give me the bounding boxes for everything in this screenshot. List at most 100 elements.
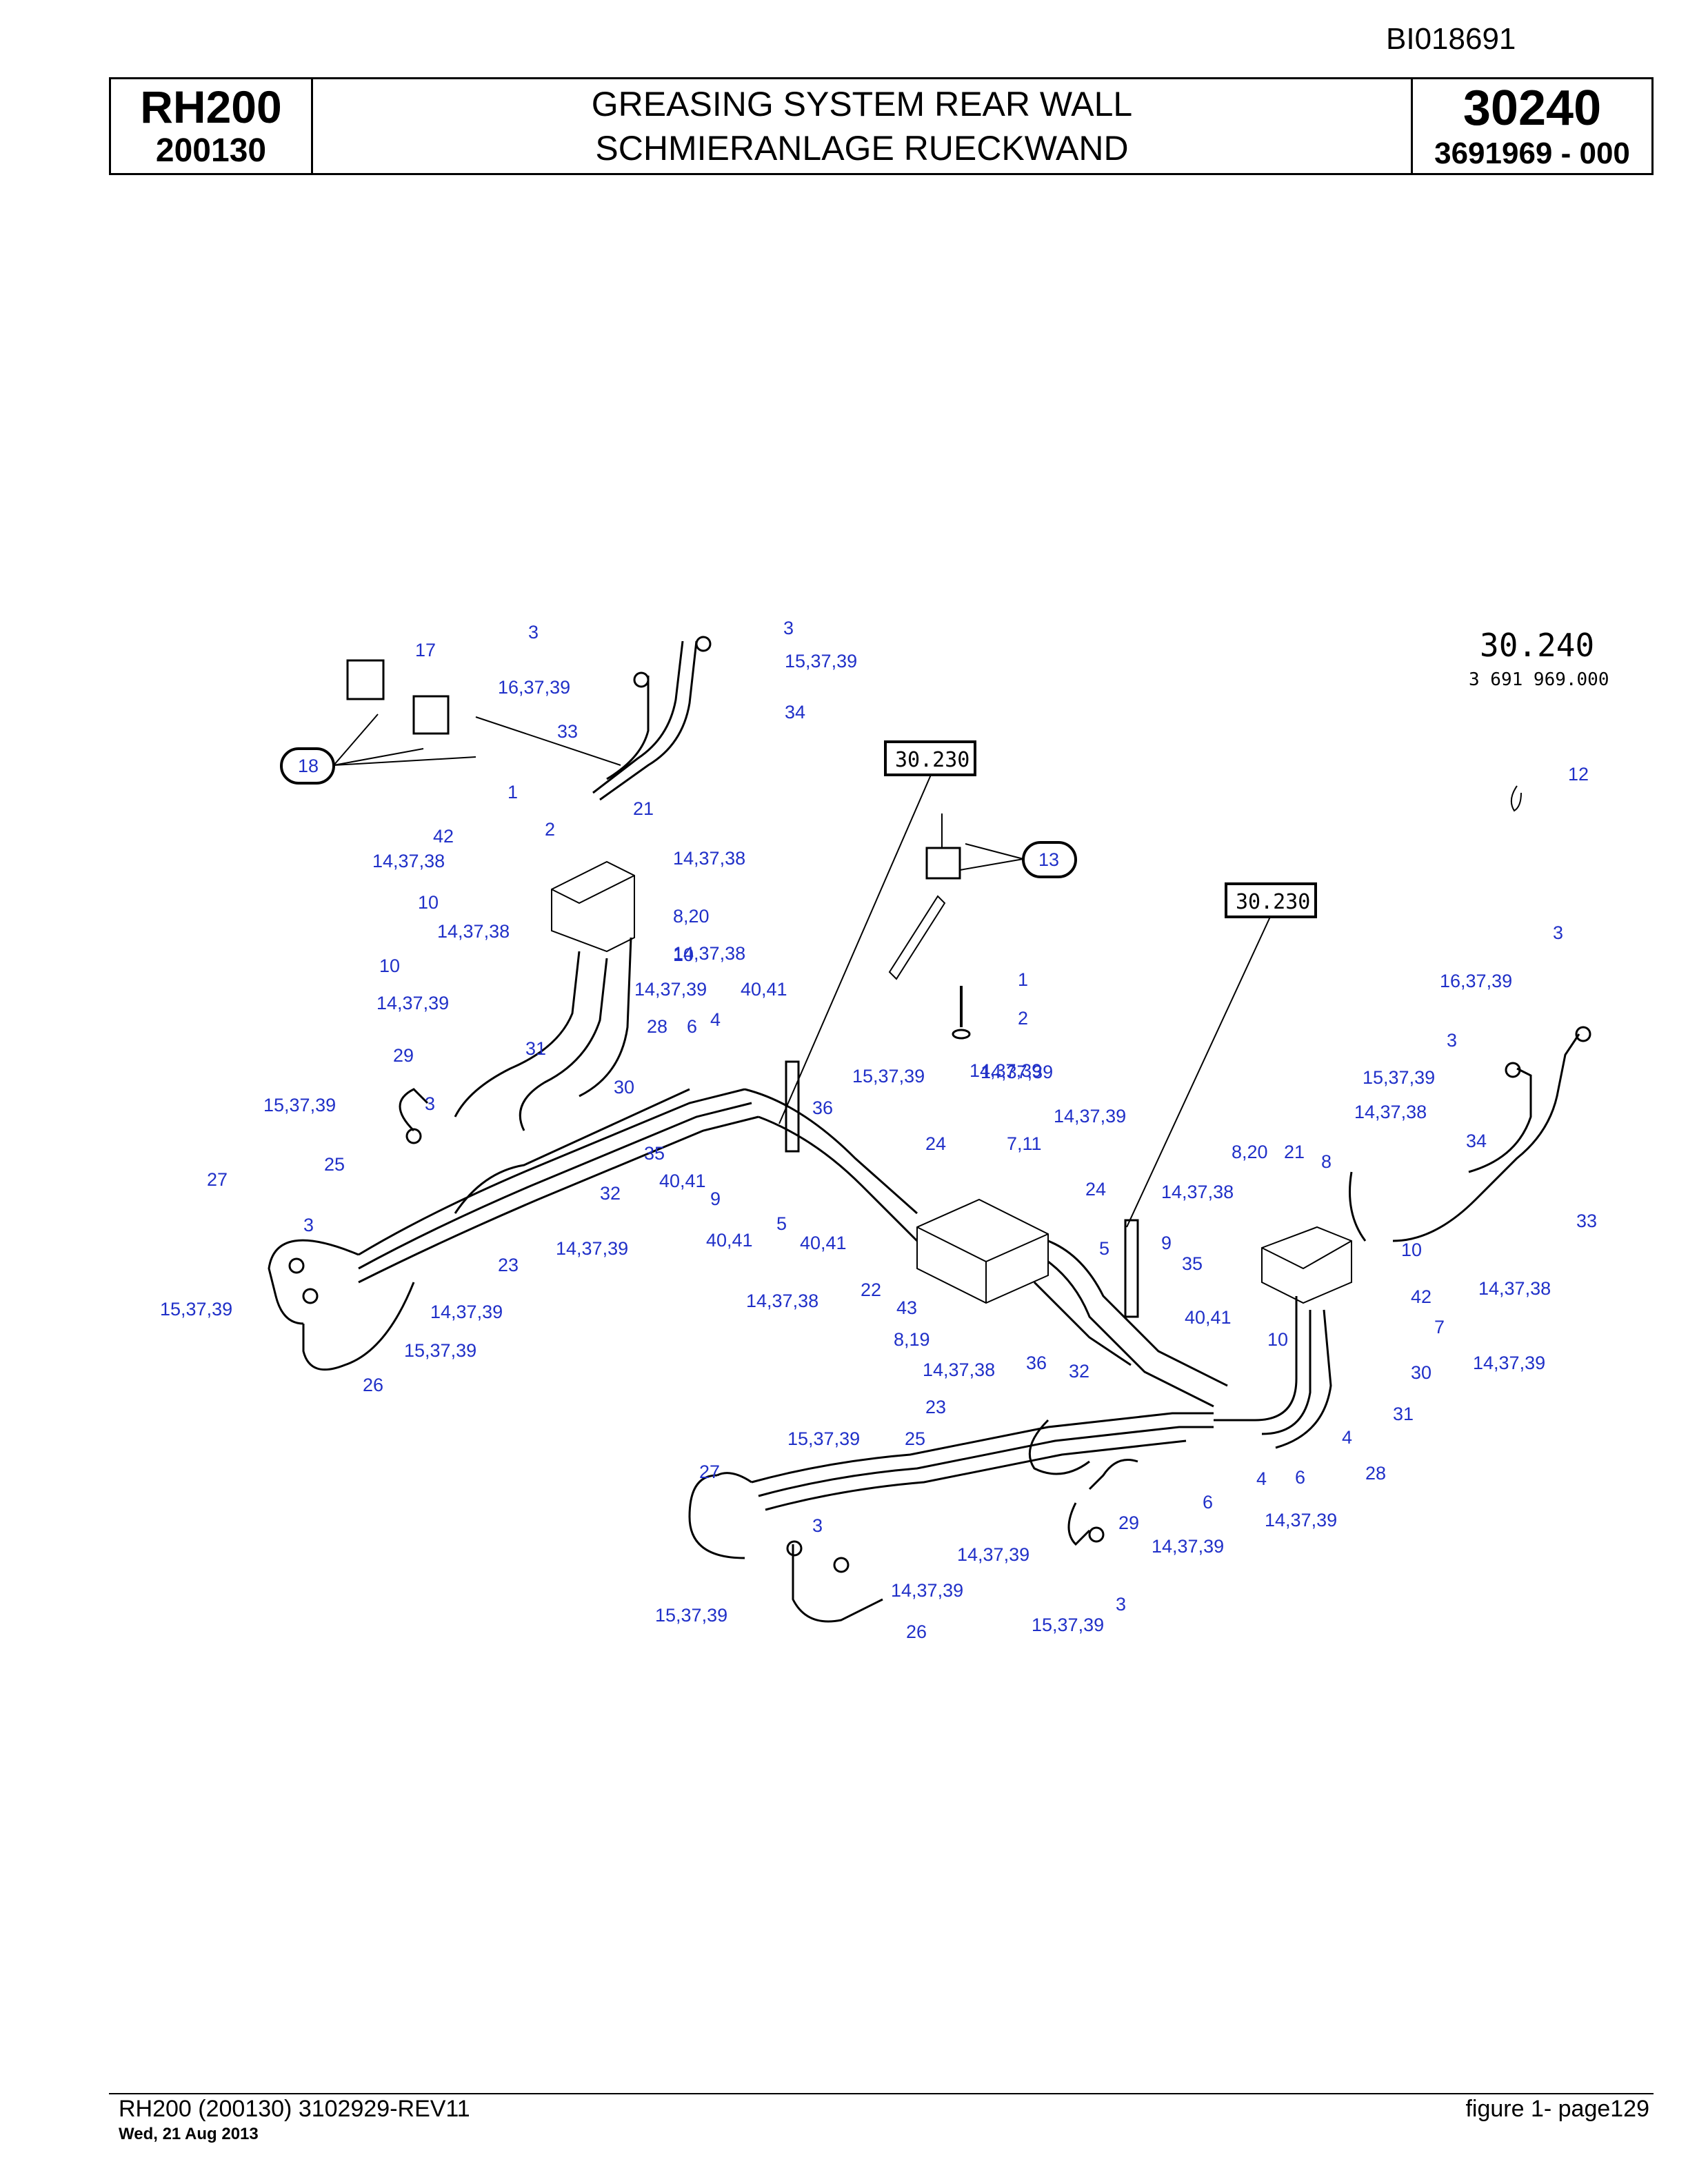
callout-label: 14,37,38 [746, 1291, 818, 1311]
callout-label: 36 [1026, 1353, 1047, 1373]
callout-label: 23 [498, 1255, 519, 1275]
plate-title: 30.240 [1480, 627, 1594, 664]
svg-text:30.230: 30.230 [1236, 890, 1310, 914]
callout-label: 14,37,39 [634, 979, 707, 1000]
callout-label: 27 [699, 1462, 720, 1482]
callout-label: 15,37,39 [1032, 1615, 1104, 1635]
callout-label: 10 [418, 892, 439, 913]
callout-label: 1 [1018, 969, 1028, 990]
callout-label: 9 [1161, 1233, 1172, 1253]
callout-label: 14,37,39 [891, 1580, 963, 1601]
callout-label: 29 [1118, 1513, 1139, 1533]
callout-circle-18: 18 [280, 714, 476, 785]
callout-label: 40,41 [659, 1171, 706, 1191]
callout-label: 32 [600, 1183, 621, 1204]
callout-label: 4 [1342, 1427, 1352, 1448]
callout-label: 29 [393, 1045, 414, 1066]
callout-label: 14,37,38 [372, 851, 445, 871]
callout-label: 12 [1568, 764, 1589, 785]
callout-label: 8,20 [1232, 1142, 1268, 1162]
footer-page: figure 1- page129 [1465, 2096, 1649, 2122]
callout-label: 34 [785, 702, 805, 722]
callout-label: 24 [1085, 1179, 1106, 1200]
callout-label: 30 [614, 1077, 634, 1098]
callout-label: 3 [303, 1215, 314, 1235]
section-number: 30240 [1463, 81, 1602, 136]
callout-label: 14,37,38 [1161, 1182, 1234, 1202]
callout-label: 14,37,38 [673, 943, 745, 964]
callout-circle-13: 13 [959, 841, 1077, 878]
callout-label: 3 [425, 1093, 435, 1114]
callout-label: 23 [925, 1397, 946, 1417]
callout-label: 8,19 [894, 1329, 930, 1350]
callout-label: 4 [710, 1009, 721, 1030]
callout-label: 14,37,39 [1152, 1536, 1224, 1557]
footer-doc-ref: RH200 (200130) 3102929-REV11 [119, 2096, 470, 2122]
serial-label: 200130 [155, 132, 267, 169]
callout-label: 7,11 [1007, 1133, 1042, 1154]
callout-label: 7 [1434, 1317, 1445, 1337]
callout-label: 8 [1321, 1151, 1332, 1172]
callout-label: 33 [1576, 1211, 1597, 1231]
callout-label: 28 [647, 1016, 667, 1037]
callout-label: 3 [528, 622, 539, 643]
footer-date: Wed, 21 Aug 2013 [119, 2125, 259, 2143]
callout-label: 16,37,39 [1440, 971, 1512, 991]
document-id: BI018691 [1386, 22, 1516, 56]
callout-label: 33 [557, 721, 578, 742]
callout-label: 14,37,39 [969, 1060, 1042, 1081]
svg-text:13: 13 [1038, 849, 1059, 870]
callout-label: 26 [906, 1621, 927, 1642]
callout-label: 17 [415, 640, 436, 660]
plate-number: 3 691 969.000 [1469, 669, 1609, 690]
callout-label: 3 [812, 1515, 823, 1536]
callout-label: 9 [710, 1189, 721, 1209]
callout-label: 15,37,39 [852, 1066, 925, 1086]
model-cell: RH200 200130 [111, 79, 313, 173]
callout-label: 25 [324, 1154, 345, 1175]
callout-label: 15,37,39 [263, 1095, 336, 1115]
callout-label: 34 [1466, 1131, 1487, 1151]
section-cell: 30240 3691969 - 000 [1413, 79, 1651, 173]
callout-label: 26 [363, 1375, 383, 1395]
callout-label: 42 [1411, 1286, 1431, 1307]
callout-label: 16,37,39 [498, 677, 570, 698]
callout-label: 27 [207, 1169, 228, 1190]
callout-label: 40,41 [800, 1233, 847, 1253]
callout-label: 40,41 [706, 1230, 753, 1251]
ref-box-right: 30.230 [1126, 882, 1317, 1228]
callout-label: 14,37,38 [1478, 1278, 1551, 1299]
callout-label: 6 [687, 1016, 697, 1037]
callout-label: 6 [1203, 1492, 1213, 1513]
callout-label: 21 [633, 798, 654, 819]
callout-label: 15,37,39 [787, 1428, 860, 1449]
callout-label: 15,37,39 [160, 1299, 232, 1320]
callout-label: 14,37,39 [981, 1062, 1053, 1082]
callout-label: 2 [1018, 1008, 1028, 1029]
title-german: SCHMIERANLAGE RUECKWAND [595, 129, 1129, 168]
callout-label: 14,37,38 [923, 1359, 995, 1380]
callout-label: 6 [1295, 1467, 1305, 1488]
callout-label: 31 [525, 1038, 546, 1059]
callout-label: 14,37,39 [1473, 1353, 1545, 1373]
callout-label: 30 [1411, 1362, 1431, 1383]
callout-label: 21 [1284, 1142, 1305, 1162]
callout-label: 14,37,39 [1265, 1510, 1337, 1530]
svg-text:30.230: 30.230 [895, 748, 969, 772]
callout-label: 15,37,39 [655, 1605, 727, 1626]
callout-label: 14,37,39 [1054, 1106, 1126, 1126]
title-block: RH200 200130 GREASING SYSTEM REAR WALL S… [109, 77, 1654, 175]
callout-label: 2 [545, 819, 555, 840]
callout-label: 22 [861, 1280, 881, 1300]
callout-label: 10 [673, 944, 694, 965]
callout-label: 14,37,39 [957, 1544, 1029, 1565]
title-english: GREASING SYSTEM REAR WALL [591, 85, 1133, 123]
footer-rule [109, 2093, 1654, 2094]
callout-label: 5 [1099, 1238, 1109, 1259]
callout-label: 14,37,39 [430, 1302, 503, 1322]
callout-label: 3 [1116, 1594, 1126, 1615]
title-cell: GREASING SYSTEM REAR WALL SCHMIERANLAGE … [313, 79, 1413, 173]
callout-label: 10 [1401, 1240, 1422, 1260]
ref-box-left: 30.230 [778, 740, 976, 1124]
